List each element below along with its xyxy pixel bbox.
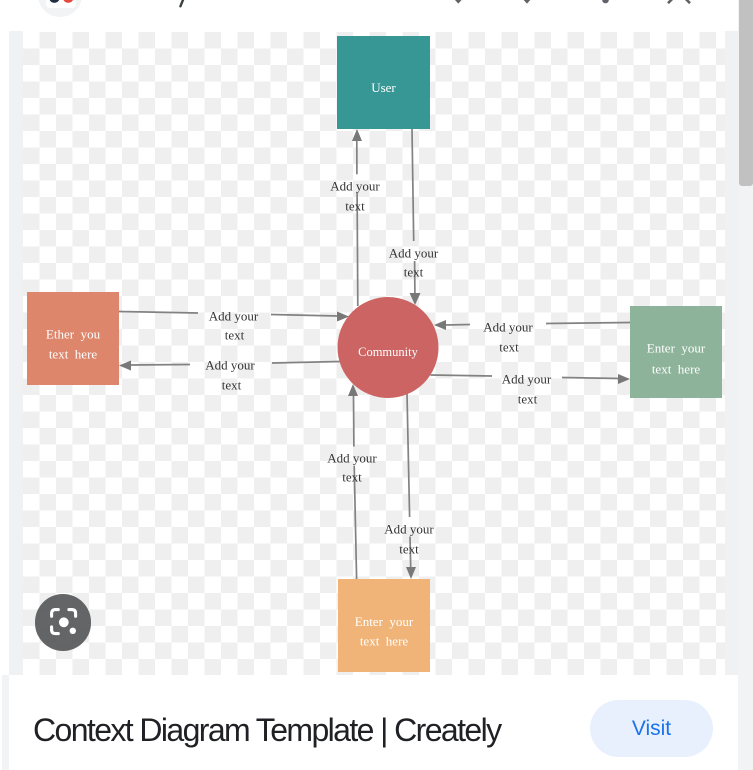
svg-text:Add your: Add your <box>502 372 552 387</box>
svg-text:text: text <box>404 265 424 280</box>
svg-text:text: text <box>222 378 242 393</box>
svg-text:Add your: Add your <box>483 320 533 335</box>
svg-text:text: text <box>518 392 538 407</box>
svg-text:text: text <box>499 340 519 355</box>
svg-text:Add your: Add your <box>389 246 439 261</box>
svg-text:text: text <box>342 470 362 485</box>
svg-text:Add your: Add your <box>330 179 380 194</box>
svg-text:text: text <box>345 199 365 214</box>
svg-text:Add your: Add your <box>205 358 255 373</box>
svg-text:text here: text here <box>360 634 409 649</box>
svg-text:text: text <box>225 328 245 343</box>
svg-text:Enter your: Enter your <box>355 614 414 629</box>
svg-text:Community: Community <box>358 345 418 359</box>
svg-text:Add your: Add your <box>209 309 259 324</box>
svg-text:Add your: Add your <box>327 451 377 466</box>
svg-text:User: User <box>371 80 396 95</box>
svg-text:Add your: Add your <box>384 522 434 537</box>
svg-text:text here: text here <box>652 362 701 377</box>
svg-text:Ether you: Ether you <box>46 327 101 342</box>
svg-text:text here: text here <box>49 347 98 362</box>
svg-text:Enter your: Enter your <box>647 341 706 356</box>
svg-text:text: text <box>399 542 419 557</box>
